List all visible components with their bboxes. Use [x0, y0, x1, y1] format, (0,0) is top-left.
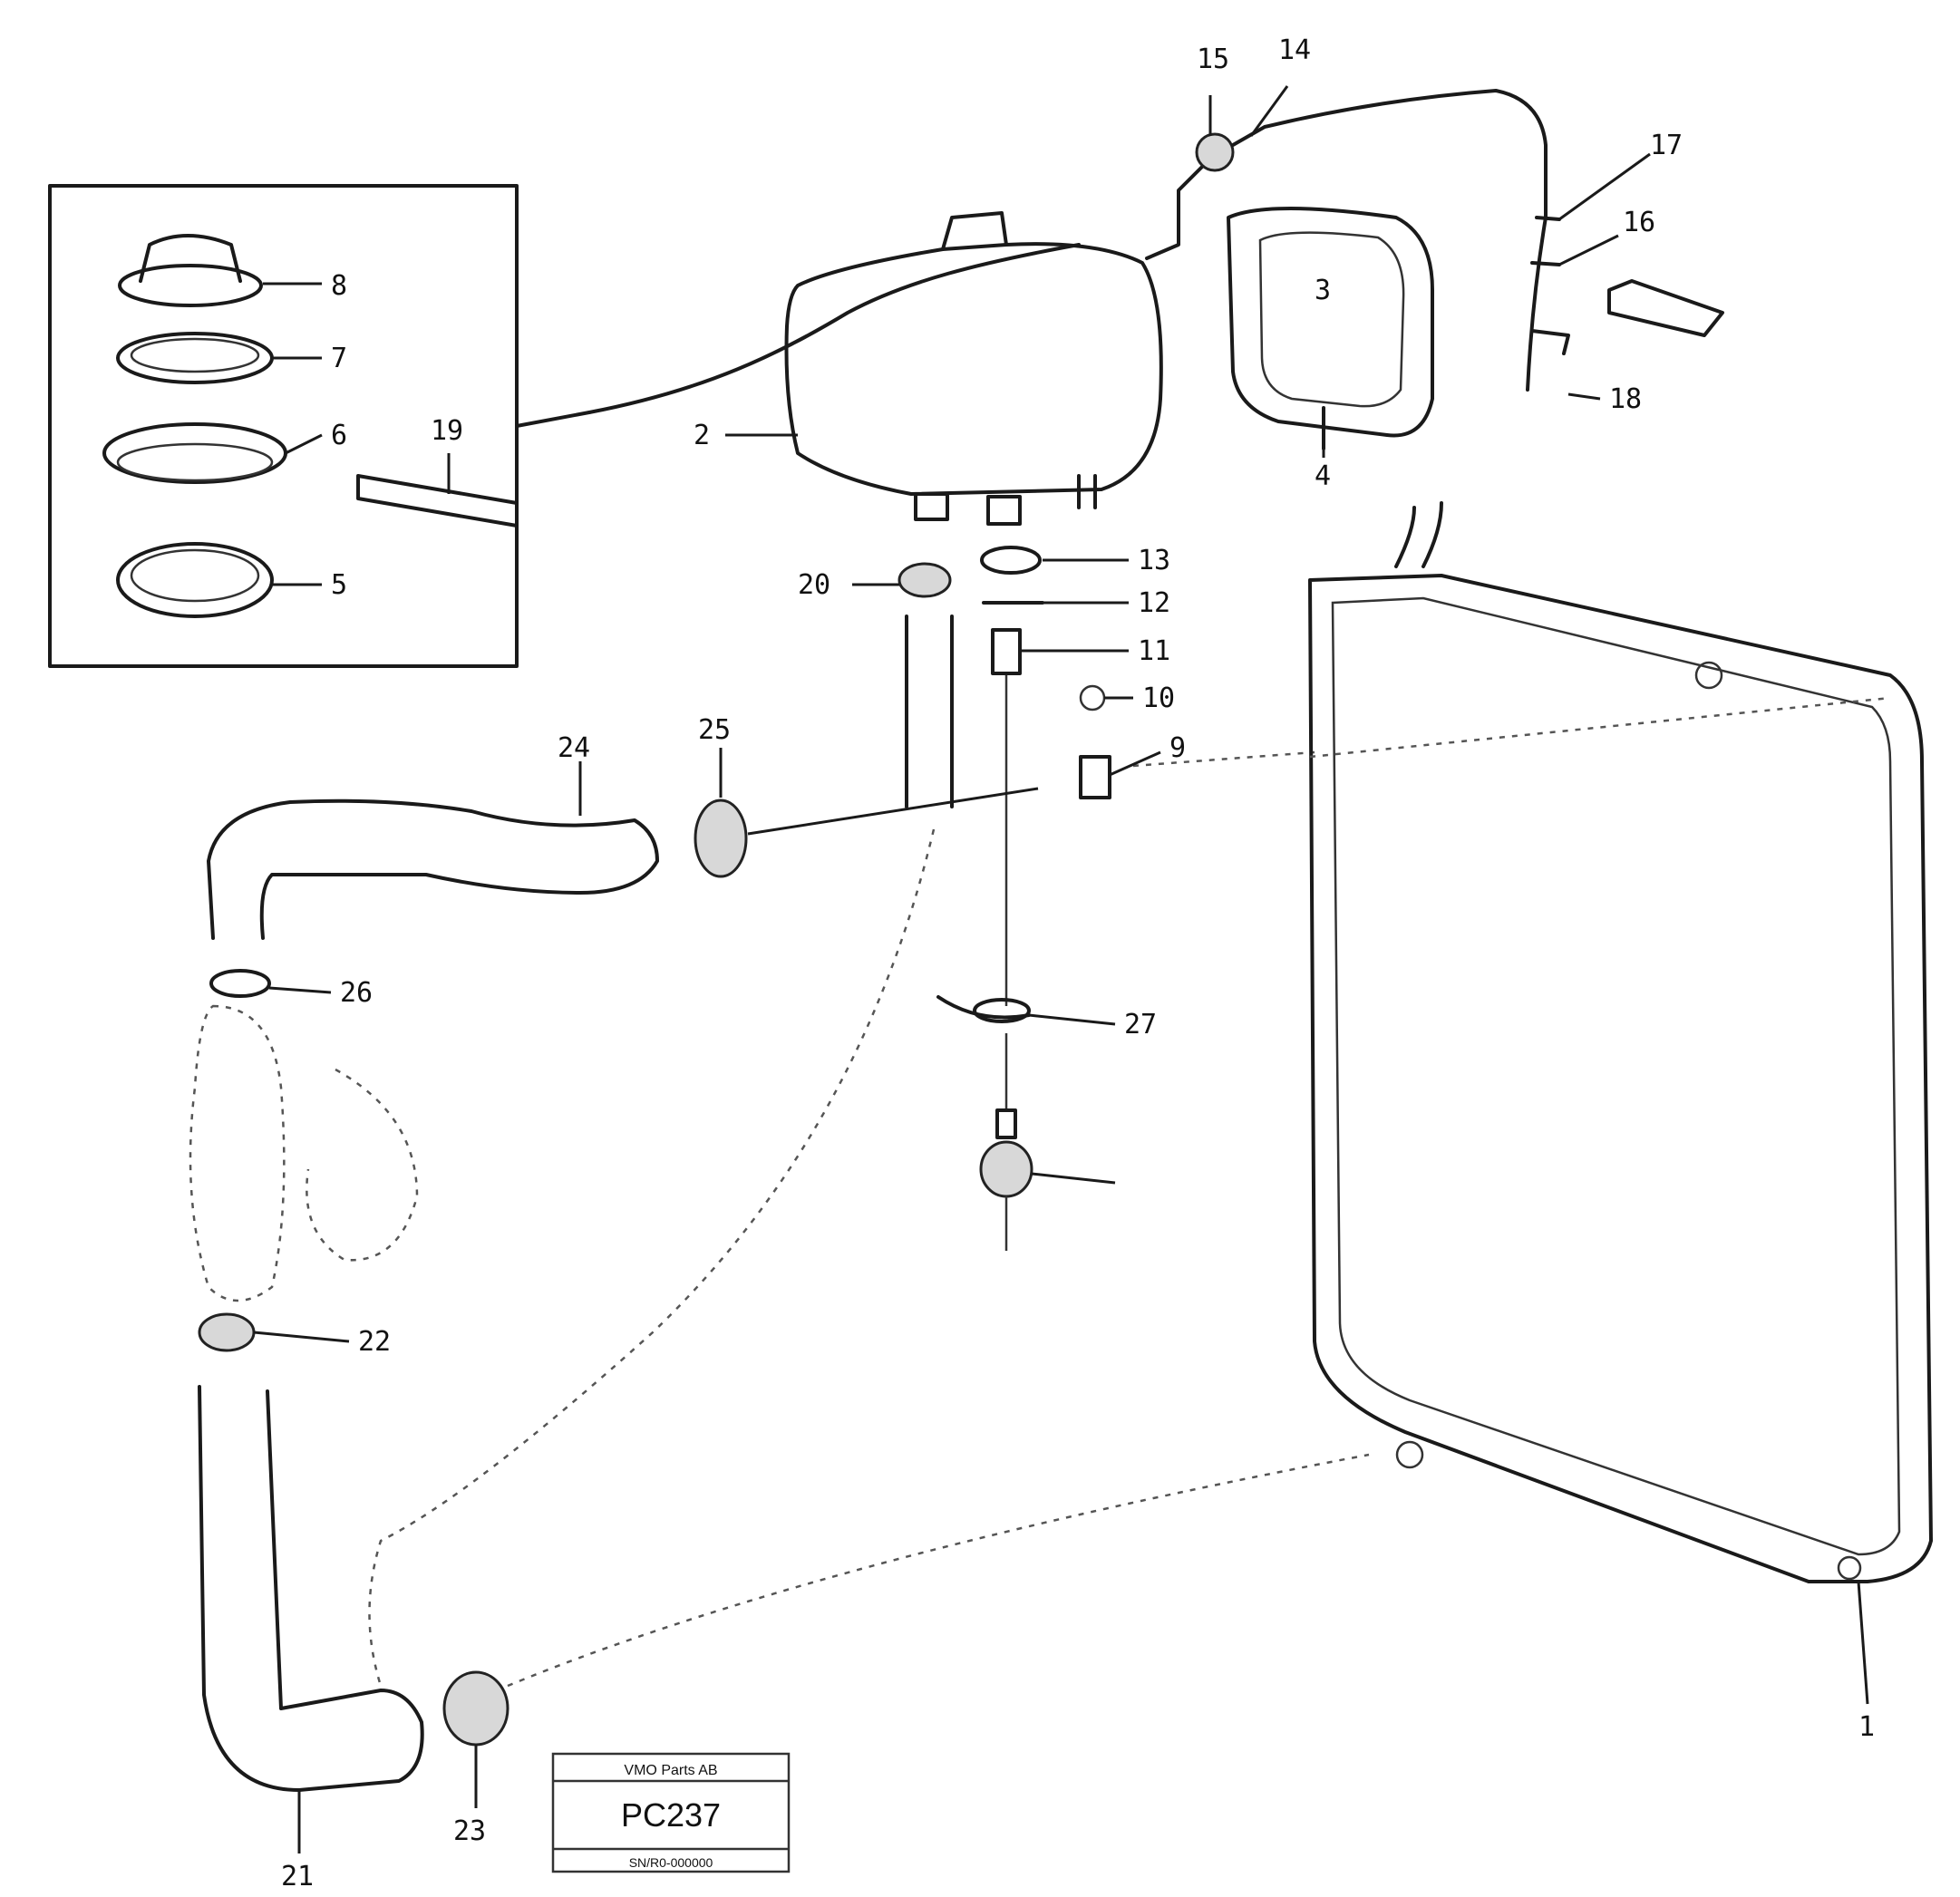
leader-lines: [253, 85, 1869, 1853]
part-13-washer: [980, 546, 1042, 575]
part-5-gasket: [116, 542, 274, 618]
callout-12: 12: [1138, 587, 1170, 619]
callout-25: 25: [698, 714, 731, 746]
callout-19: 19: [431, 415, 463, 447]
callout-5: 5: [331, 569, 347, 601]
part-24-hose: [207, 798, 659, 940]
stamp-footer: SN/R0-000000: [629, 1855, 713, 1870]
callout-10: 10: [1142, 682, 1175, 714]
callout-24: 24: [558, 732, 590, 764]
part-20-clamp: [898, 562, 952, 598]
part-25-clamp: [694, 798, 748, 878]
part-14-hose-top: [1231, 89, 1548, 392]
part-2-expansion-tank: [784, 161, 1208, 526]
dashed-hose-lower: [368, 828, 936, 1687]
part-10-nut: [1079, 684, 1106, 711]
part-23-clamp: [442, 1670, 509, 1747]
part-21-hose: [198, 1385, 424, 1792]
part-27-bracket: [936, 995, 1031, 1020]
callout-23: 23: [453, 1815, 486, 1847]
stamp-header: VMO Parts AB: [624, 1763, 717, 1778]
callout-8: 8: [331, 270, 347, 302]
callout-22: 22: [358, 1326, 391, 1358]
part-22-clamp: [198, 1312, 256, 1352]
part-7-ring: [116, 332, 274, 384]
stamp-code: PC237: [621, 1796, 721, 1834]
callout-21: 21: [281, 1861, 314, 1892]
callout-14: 14: [1278, 34, 1311, 66]
part-15-fitting: [1195, 132, 1235, 172]
inset-detail-box: [48, 184, 1081, 668]
callout-20: 20: [798, 569, 830, 601]
tank-outlet-pipe: [905, 615, 954, 808]
part-8-cap: [118, 234, 263, 307]
dashed-hose-return: [507, 1453, 1370, 1688]
water-pump-outline: [189, 1004, 419, 1302]
callout-16: 16: [1623, 207, 1655, 238]
callout-17: 17: [1650, 130, 1683, 161]
part-19-strap: [356, 474, 519, 527]
callout-4: 4: [1315, 460, 1331, 492]
part-9-plug: [1079, 755, 1111, 799]
callout-15: 15: [1197, 44, 1229, 75]
reference-stamp: VMO Parts AB PC237 SN/R0-000000: [551, 1752, 791, 1873]
part-6-seal: [102, 422, 287, 484]
callout-6: 6: [331, 420, 347, 451]
parts-16-18-hose-clamps: [1530, 216, 1724, 355]
part-11-sensor: [991, 628, 1022, 675]
callout-labels: 8 7 6 5 19 2 20 13 12 11 10 9 15 14 3 4 …: [281, 34, 1875, 1892]
callout-1: 1: [1858, 1711, 1875, 1743]
callout-2: 2: [694, 420, 710, 451]
callout-11: 11: [1138, 635, 1170, 667]
part-3-frame: [1227, 207, 1434, 438]
part-26-collar: [209, 969, 271, 998]
callout-7: 7: [331, 343, 347, 374]
callout-9: 9: [1169, 732, 1186, 764]
callout-26: 26: [340, 977, 373, 1009]
callout-3: 3: [1315, 275, 1331, 306]
part-28-sensor: [979, 1033, 1033, 1251]
callout-13: 13: [1138, 545, 1170, 576]
callout-27: 27: [1124, 1009, 1157, 1040]
callout-18: 18: [1609, 383, 1642, 415]
part-1-radiator: [1308, 501, 1933, 1583]
